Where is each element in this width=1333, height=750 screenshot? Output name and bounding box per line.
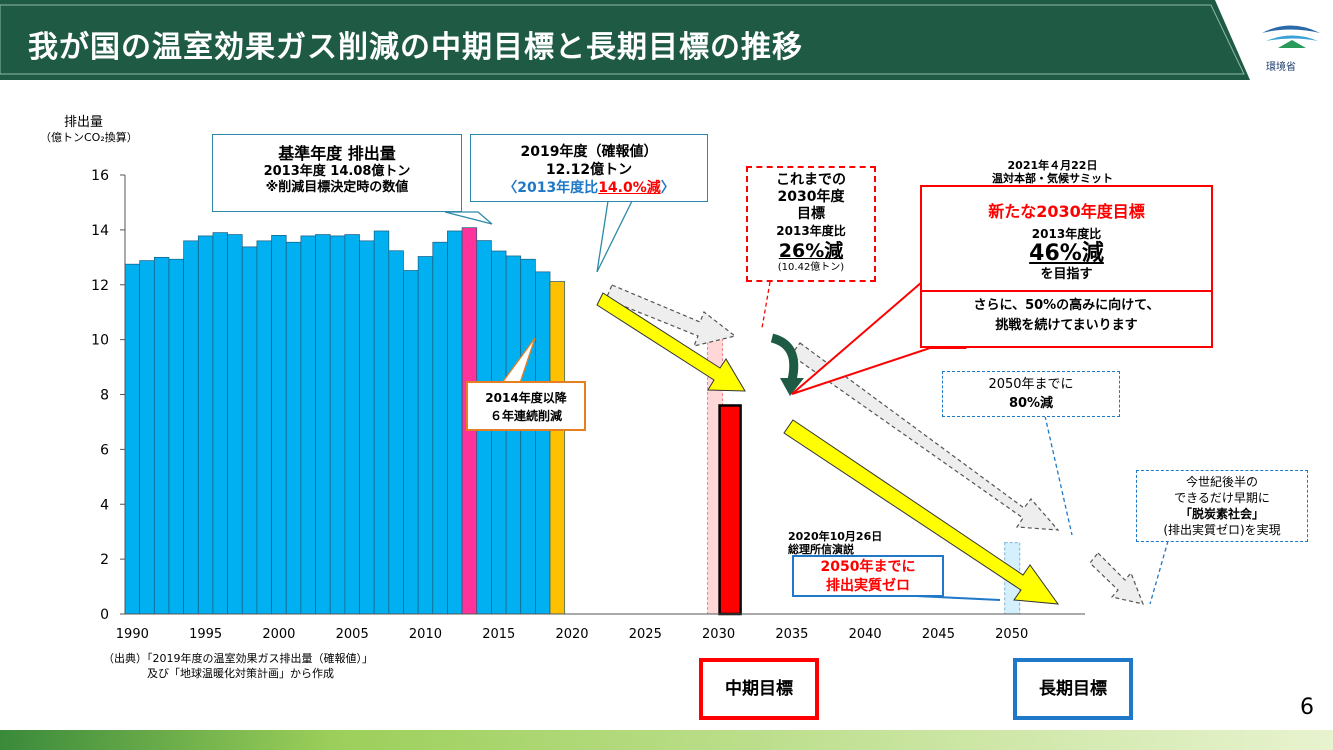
bar-2010 [417,256,434,615]
trend-arrow-to-decarbonization [1089,552,1144,605]
curved-drop-arrow [770,333,804,396]
x-tick-label: 1990 [116,627,149,642]
new-2030-target-callout: 新たな2030年度目標 2013年度比 46%減 を目指す さらに、50%の高み… [920,185,1213,348]
base-year-note: ※削減目標決定時の数値 [265,180,409,195]
summit-date-label: 2021年４月22日 温対本部・気候サミット [992,159,1113,185]
base-year-value: 2013年度 14.08億トン [263,164,411,179]
bar-2009 [403,270,419,615]
y-tick-label: 2 [100,552,109,568]
reduction-arrow-to-2050 [783,419,1060,605]
page-title: 我が国の温室効果ガス削減の中期目標と長期目標の推移 [28,30,803,65]
y-tick-label: 12 [91,278,109,294]
target-bar-2030-new [718,404,742,616]
new-target-title: 新たな2030年度目標 [988,202,1145,221]
reduction-arrow-to-2030 [596,292,746,392]
previous-target-percent: 26%減 [778,240,844,262]
fy2019-heading: 2019年度（確報値） [520,144,658,160]
bar-2011 [432,241,448,615]
y-tick-label: 8 [100,388,109,404]
page-number: 6 [1300,695,1314,720]
net-zero-callout: 2050年までに 排出実質ゼロ [792,555,944,597]
bar-2018 [535,271,551,615]
fy2019-reduction: 14.0%減 [598,180,661,196]
y-tick-label: 16 [91,168,109,184]
y-tick-label: 4 [100,497,109,513]
x-tick-label: 2035 [775,627,808,642]
x-tick-label: 2045 [922,627,955,642]
x-tick-label: 2030 [702,627,735,642]
bar-2019 [549,281,566,615]
bar-2002 [300,235,316,615]
bar-1997 [227,234,243,615]
pm-speech-label: 2020年10月26日 総理所信演説 [788,530,883,556]
x-tick-label: 2020 [555,627,588,642]
base-year-callout: 基準年度 排出量 2013年度 14.08億トン ※削減目標決定時の数値 [212,134,462,212]
bar-2017 [520,258,536,615]
x-tick-label: 1995 [189,627,222,642]
new-target-percent: 46%減 [1029,241,1104,266]
x-tick-label: 2005 [336,627,369,642]
previous-2030-target-callout: これまでの 2030年度 目標 2013年度比 26%減 (10.42億トン) [746,166,876,282]
y-tick-label: 10 [91,333,109,349]
bar-1995 [197,235,214,615]
bar-2005 [344,234,360,615]
fy2019-value: 12.12億トン [545,162,633,178]
bar-2003 [315,234,331,615]
fy2019-comparison: 〈2013年度比14.0%減〉 [503,180,675,196]
base-year-heading: 基準年度 排出量 [278,144,396,163]
y-axis-unit: （億トンCO₂換算） [40,131,138,144]
x-tick-label: 2000 [262,627,295,642]
bar-1994 [183,240,199,615]
y-tick-label: 14 [91,223,109,239]
bar-1996 [212,232,228,615]
x-tick-label: 2040 [849,627,882,642]
bar-1991 [139,260,155,615]
long-term-target-label: 長期目標 [1013,658,1133,720]
decarbonization-callout: 今世紀後半の できるだけ早期に 「脱炭素社会」 (排出実質ゼロ)を実現 [1136,470,1308,542]
eighty-percent-callout: 2050年までに 80%減 [942,371,1120,417]
footer-band [0,730,1333,750]
bar-2001 [285,241,302,615]
bar-2006 [359,240,375,615]
bar-1992 [153,256,170,615]
bar-2008 [388,250,404,615]
bar-2015 [491,250,507,615]
bar-1993 [168,258,184,615]
bar-2016 [505,255,522,615]
bar-1990 [124,263,141,615]
y-tick-label: 6 [100,442,109,458]
ministry-name: 環境省 [1266,62,1296,73]
bar-2000 [271,235,287,615]
x-tick-label: 2010 [409,627,442,642]
mid-term-target-label: 中期目標 [699,658,819,720]
bar-2012 [447,230,463,615]
x-tick-label: 2025 [629,627,662,642]
bar-2004 [329,235,346,615]
source-note: （出典）「2019年度の温室効果ガス排出量（確報値）」 及び「地球温暖化対策計画… [103,652,373,680]
bar-2007 [373,230,390,615]
y-axis-title: 排出量 [64,115,104,130]
x-tick-label: 2050 [995,627,1028,642]
x-tick-label: 2015 [482,627,515,642]
consecutive-decline-callout: 2014年度以降 ６年連続削減 [466,381,586,431]
ministry-logo-icon [1262,25,1320,48]
fy2019-callout: 2019年度（確報値） 12.12億トン 〈2013年度比14.0%減〉 [470,134,708,202]
bar-1998 [241,246,258,615]
title-band [0,0,1320,80]
y-tick-label: 0 [100,607,109,623]
bar-1999 [256,240,272,615]
